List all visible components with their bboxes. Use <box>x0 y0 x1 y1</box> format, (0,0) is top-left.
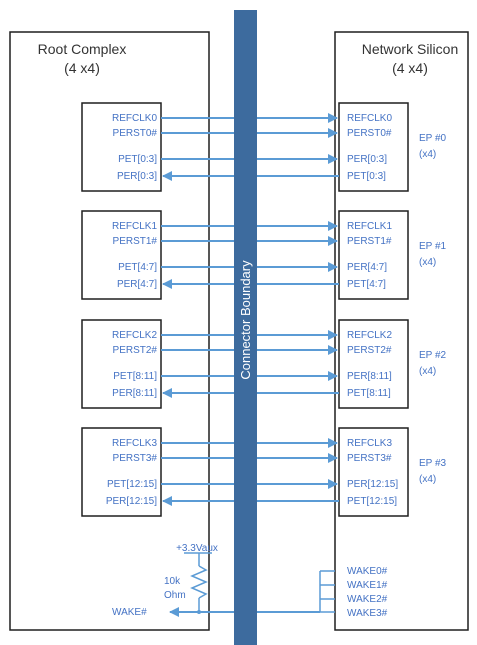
root-complex-subtitle: (4 x4) <box>64 60 100 76</box>
per-right-label-3: PER[12:15] <box>347 479 398 490</box>
refclk-right-label-3: REFCLK3 <box>347 438 392 449</box>
wake-junction <box>197 610 201 614</box>
ep-width-2: (x4) <box>419 366 436 377</box>
perst-left-label-0: PERST0# <box>113 128 158 139</box>
perst-right-label-3: PERST3# <box>347 453 392 464</box>
root-port-box-0 <box>81 102 162 192</box>
network-silicon-subtitle: (4 x4) <box>392 60 428 76</box>
wake3-label: WAKE3# <box>347 608 388 619</box>
resistor-unit: Ohm <box>164 590 186 601</box>
ep-label-3: EP #3 <box>419 458 446 469</box>
refclk-left-label-2: REFCLK2 <box>112 330 157 341</box>
root-port-box-3 <box>81 427 162 517</box>
per-left-label-2: PER[8:11] <box>112 388 157 399</box>
perst-left-label-3: PERST3# <box>113 453 158 464</box>
refclk-left-label-0: REFCLK0 <box>112 113 157 124</box>
connector-boundary-bar <box>234 10 257 645</box>
ep-port-box-3 <box>338 427 409 517</box>
per-left-label-0: PER[0:3] <box>117 171 157 182</box>
ep-label-2: EP #2 <box>419 350 446 361</box>
connector-boundary-label: Connector Boundary <box>238 260 253 380</box>
ep-port-box-0 <box>338 102 409 192</box>
per-right-label-0: PER[0:3] <box>347 154 387 165</box>
supply-label: +3.3Vaux <box>176 543 218 554</box>
wake-left-label: WAKE# <box>112 607 147 618</box>
network-silicon-title: Network Silicon <box>362 41 458 57</box>
root-complex-title: Root Complex <box>38 41 127 57</box>
pet-right-label-0: PET[0:3] <box>347 171 386 182</box>
perst-left-label-2: PERST2# <box>113 345 158 356</box>
pet-right-label-1: PET[4:7] <box>347 279 386 290</box>
pet-right-label-2: PET[8:11] <box>347 388 391 399</box>
ep-label-1: EP #1 <box>419 241 446 252</box>
per-right-label-2: PER[8:11] <box>347 371 392 382</box>
ep-width-3: (x4) <box>419 474 436 485</box>
resistor-value: 10k <box>164 576 181 587</box>
pet-left-label-1: PET[4:7] <box>118 262 157 273</box>
per-left-label-1: PER[4:7] <box>117 279 157 290</box>
refclk-right-label-1: REFCLK1 <box>347 221 392 232</box>
perst-right-label-2: PERST2# <box>347 345 392 356</box>
per-left-label-3: PER[12:15] <box>106 496 157 507</box>
perst-right-label-0: PERST0# <box>347 128 392 139</box>
perst-left-label-1: PERST1# <box>113 236 158 247</box>
ep-port-box-1 <box>338 210 409 300</box>
refclk-right-label-2: REFCLK2 <box>347 330 392 341</box>
pet-left-label-0: PET[0:3] <box>118 154 157 165</box>
ep-port-box-2 <box>338 319 409 409</box>
wake0-label: WAKE0# <box>347 566 388 577</box>
refclk-right-label-0: REFCLK0 <box>347 113 392 124</box>
refclk-left-label-1: REFCLK1 <box>112 221 157 232</box>
wake2-label: WAKE2# <box>347 594 388 605</box>
resistor-symbol <box>190 565 208 599</box>
ep-label-0: EP #0 <box>419 133 446 144</box>
root-port-box-2 <box>81 319 162 409</box>
root-port-box-1 <box>81 210 162 300</box>
ep-width-0: (x4) <box>419 149 436 160</box>
pet-right-label-3: PET[12:15] <box>347 496 397 507</box>
wake1-label: WAKE1# <box>347 580 388 591</box>
pet-left-label-2: PET[8:11] <box>113 371 157 382</box>
per-right-label-1: PER[4:7] <box>347 262 387 273</box>
refclk-left-label-3: REFCLK3 <box>112 438 157 449</box>
pet-left-label-3: PET[12:15] <box>107 479 157 490</box>
perst-right-label-1: PERST1# <box>347 236 392 247</box>
root-complex-box <box>9 31 210 631</box>
ep-width-1: (x4) <box>419 257 436 268</box>
